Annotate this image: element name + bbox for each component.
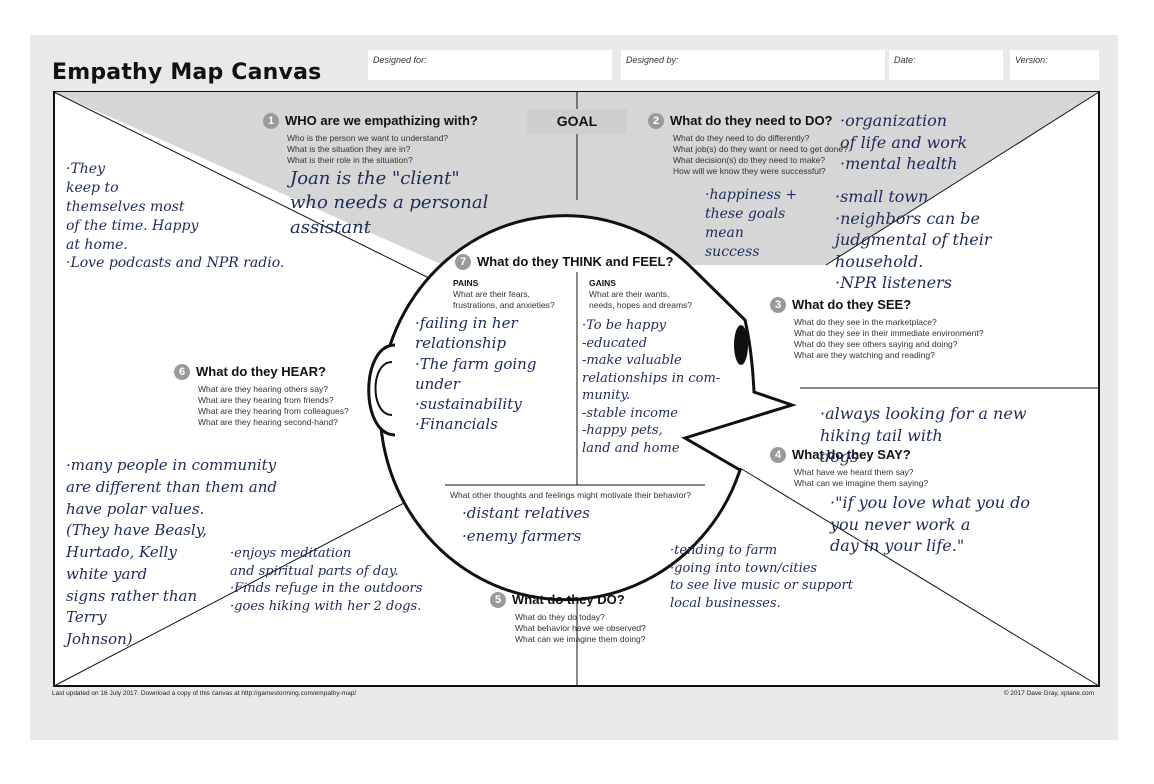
see-notes: ·small town ·neighbors can be judgmental… (835, 187, 992, 293)
designed-for-field[interactable]: Designed for: (368, 50, 612, 80)
date-label: Date: (894, 55, 916, 65)
do-title-text: What do they DO? (512, 592, 625, 607)
need-to-do-section-title: 2 What do they need to DO? (648, 113, 833, 129)
need-to-do-questions: What do they need to do differently? Wha… (673, 133, 848, 176)
say-questions: What have we heard them say? What can we… (794, 467, 929, 488)
need-to-do-success-notes: ·happiness + these goals mean success (705, 187, 798, 260)
designed-for-label: Designed for: (373, 55, 427, 65)
designed-by-field[interactable]: Designed by: (621, 50, 885, 80)
who-section-title: 1 WHO are we empathizing with? (263, 113, 478, 129)
other-thoughts-notes: ·distant relatives ·enemy farmers (462, 504, 590, 546)
need-to-do-notes: ·organization of life and work ·mental h… (840, 111, 968, 174)
footer-update-note: Last updated on 16 July 2017. Download a… (52, 690, 357, 697)
think-feel-number-badge: 7 (455, 254, 471, 270)
date-field[interactable]: Date: (889, 50, 1003, 80)
other-thoughts-question: What other thoughts and feelings might m… (450, 490, 691, 500)
need-to-do-title-text: What do they need to DO? (670, 113, 833, 128)
hear-notes: ·many people in community are different … (66, 456, 277, 648)
think-feel-section-title: 7 What do they THINK and FEEL? (455, 254, 673, 270)
who-title-text: WHO are we empathizing with? (285, 113, 478, 128)
do-notes-right: ·tending to farm ·going into town/cities… (670, 543, 853, 611)
pains-label: PAINS (453, 278, 479, 288)
gains-label: GAINS (589, 278, 616, 288)
do-questions: What do they do today? What behavior hav… (515, 612, 646, 644)
see-questions: What do they see in the marketplace? Wha… (794, 317, 984, 360)
need-to-do-number-badge: 2 (648, 113, 664, 129)
hear-title-text: What do they HEAR? (196, 364, 326, 379)
gains-notes: ·To be happy -educated -make valuable re… (582, 318, 721, 456)
hear-number-badge: 6 (174, 364, 190, 380)
do-section-title: 5 What do they DO? (490, 592, 625, 608)
hear-questions: What are they hearing others say? What a… (198, 384, 349, 427)
do-notes-left: ·enjoys meditation and spiritual parts o… (230, 546, 423, 614)
version-field[interactable]: Version: (1010, 50, 1099, 80)
gains-questions: What are their wants, needs, hopes and d… (589, 289, 693, 310)
think-feel-title-text: What do they THINK and FEEL? (477, 254, 674, 269)
designed-by-label: Designed by: (626, 55, 679, 65)
see-number-badge: 3 (770, 297, 786, 313)
who-questions: Who is the person we want to understand?… (287, 133, 449, 165)
footer-copyright: © 2017 Dave Gray, xplane.com (1003, 690, 1094, 697)
say-number-badge: 4 (770, 447, 786, 463)
upper-left-notes: ·They keep to themselves most of the tim… (66, 161, 285, 272)
see-title-text: What do they SEE? (792, 297, 912, 312)
do-number-badge: 5 (490, 592, 506, 608)
say-quote-notes: ·"if you love what you do you never work… (830, 493, 1030, 556)
say-section-title: 4 What do they SAY? (770, 447, 911, 463)
page-title: Empathy Map Canvas (52, 60, 322, 85)
say-title-text: What do they SAY? (792, 447, 911, 462)
hear-section-title: 6 What do they HEAR? (174, 364, 326, 380)
see-section-title: 3 What do they SEE? (770, 297, 911, 313)
goal-label: GOAL (527, 109, 627, 134)
pains-questions: What are their fears, frustrations, and … (453, 289, 555, 310)
say-notes: ·always looking for a new hiking tail wi… (820, 404, 1027, 467)
who-number-badge: 1 (263, 113, 279, 129)
who-notes: Joan is the "client" who needs a persona… (290, 168, 489, 238)
pains-notes: ·failing in her relationship ·The farm g… (415, 314, 537, 434)
version-label: Version: (1015, 55, 1048, 65)
